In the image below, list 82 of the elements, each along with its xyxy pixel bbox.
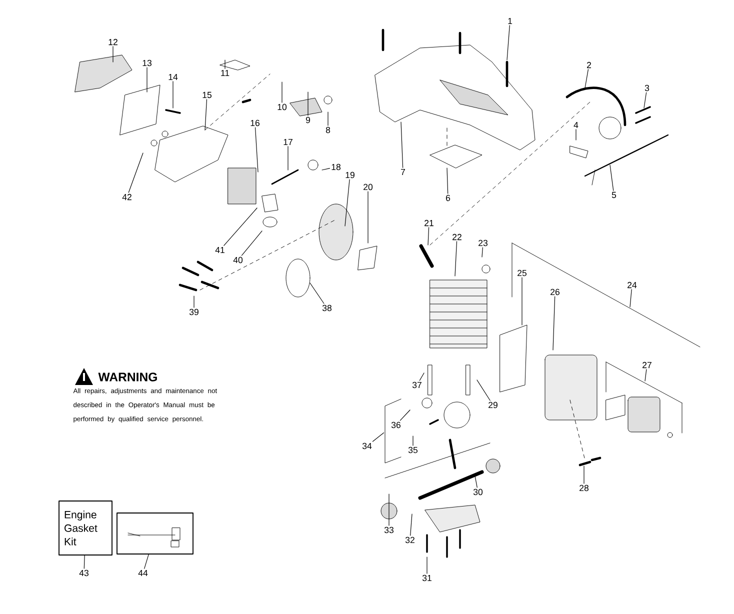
callout-number: 3 [644, 84, 650, 92]
callout-number: 32 [405, 536, 414, 544]
callout-number: 4 [574, 122, 578, 128]
leader-line [446, 168, 448, 194]
kit-box: Engine Gasket Kit [58, 500, 112, 556]
bracket [384, 398, 402, 464]
callout-number: 21 [424, 220, 434, 226]
leader-line [144, 554, 149, 569]
callout-number: 40 [233, 256, 243, 264]
callout-number: 41 [215, 246, 224, 254]
callout-number: 35 [408, 446, 418, 454]
callout-number: 9 [306, 116, 310, 124]
leader-line [172, 81, 174, 108]
leader-line [400, 122, 404, 168]
callout-number: 28 [580, 484, 588, 492]
leader-line [482, 247, 483, 258]
callout-number: 14 [168, 74, 178, 80]
leader-line [630, 289, 632, 308]
callout-number: 20 [364, 184, 373, 190]
callout-number: 31 [422, 574, 432, 582]
leader-line [254, 127, 258, 172]
warning-heading: WARNING [98, 372, 157, 382]
leader-line [310, 282, 324, 304]
leader-line [224, 60, 226, 69]
callout-number: 16 [250, 120, 260, 126]
leader-line [400, 410, 410, 421]
leader-line [146, 67, 148, 92]
callout-number: 11 [221, 70, 230, 76]
callout-number: 12 [108, 38, 118, 46]
leader-line [84, 555, 85, 569]
callout-number: 15 [202, 92, 212, 98]
leader-line [410, 514, 412, 536]
callout-number: 2 [587, 62, 591, 68]
leader-line [224, 208, 258, 246]
leader-line [428, 227, 430, 246]
leader-line [128, 152, 144, 193]
callout-number: 39 [189, 308, 198, 316]
callout-number: 8 [326, 126, 330, 134]
callout-number: 10 [278, 104, 287, 110]
leader-line [419, 372, 424, 381]
callout-number: 29 [488, 402, 498, 408]
leader-line [426, 556, 428, 574]
callout-number: 38 [322, 304, 332, 312]
callout-number: 42 [122, 194, 132, 200]
leader-line [412, 436, 414, 446]
callout-number: 22 [452, 234, 462, 240]
callout-number: 13 [142, 60, 152, 66]
leader-line [388, 494, 390, 526]
callout-number: 19 [346, 172, 354, 178]
leader-line [474, 476, 478, 488]
leader-line [644, 92, 647, 108]
callout-number: 43 [79, 570, 88, 576]
callout-number: 30 [473, 488, 483, 496]
callout-number: 25 [518, 270, 527, 276]
callout-number: 5 [612, 192, 616, 198]
leader-line [372, 432, 384, 442]
leader-line [506, 25, 510, 60]
callout-number: 1 [508, 18, 512, 24]
leader-line [584, 69, 589, 88]
callout-number: 7 [401, 168, 405, 176]
leader-line [112, 46, 114, 62]
leader-line [644, 369, 647, 382]
leader-line [344, 179, 350, 226]
leader-line [454, 241, 458, 276]
leader-line [241, 230, 262, 256]
leader-line [552, 296, 556, 350]
callout-number: 33 [384, 526, 394, 534]
callout-number: 26 [550, 288, 560, 296]
callout-number: 18 [332, 164, 340, 170]
part-box [116, 512, 194, 554]
callout-number: 6 [446, 194, 450, 202]
callout-number: 17 [284, 138, 292, 146]
leader-line [322, 168, 330, 170]
leader-line [204, 99, 208, 130]
callout-number: 23 [478, 240, 488, 246]
callout-number: 34 [362, 442, 372, 450]
callout-number: 24 [628, 282, 637, 288]
callout-number: 37 [412, 382, 422, 388]
leader-line [610, 164, 614, 191]
callout-number: 44 [138, 570, 148, 576]
callout-number: 27 [642, 362, 652, 368]
leader-line [476, 380, 490, 401]
